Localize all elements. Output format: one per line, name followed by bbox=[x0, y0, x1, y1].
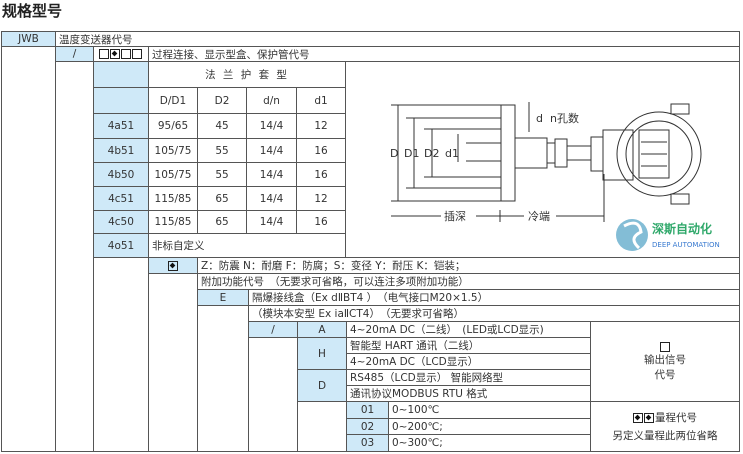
range-code: 03 bbox=[346, 434, 389, 452]
flange-custom-desc: 非标自定义 bbox=[148, 233, 346, 258]
flange-cell: 105/75 bbox=[148, 138, 198, 163]
range-value: 0~200℃; bbox=[388, 418, 591, 435]
flange-cell: 14/4 bbox=[246, 113, 297, 139]
flange-cell: 14/4 bbox=[246, 162, 297, 187]
flange-cell: 16 bbox=[296, 210, 346, 234]
blank-column-4 bbox=[148, 273, 198, 452]
flange-diagram: D D1 D2 d1 d n孔数 插深 冷端 bbox=[345, 61, 740, 258]
output-h-desc2: 4~20mA DC（LCD显示） bbox=[346, 353, 591, 370]
flange-cell: 105/75 bbox=[148, 162, 198, 187]
output-separator: / bbox=[248, 321, 298, 338]
extra-ia-desc: （模块本安型 Ex iaⅡCT4） （无要求可省略） bbox=[248, 305, 740, 322]
options-desc: Z：防震 N：耐磨 F：防腐；S：变径 Y：耐压 K：铠装； bbox=[197, 257, 740, 274]
flange-blank-blue bbox=[93, 61, 149, 88]
blank-column bbox=[1, 46, 56, 452]
flange-cell: 65 bbox=[197, 210, 247, 234]
range-value: 0~100℃ bbox=[388, 401, 591, 419]
range-code: 02 bbox=[346, 418, 389, 435]
label-n: n孔数 bbox=[550, 112, 579, 125]
range-label1: 量程代号 bbox=[655, 412, 697, 424]
flange-cell: 55 bbox=[197, 162, 247, 187]
label-cold-end: 冷端 bbox=[528, 210, 550, 223]
output-label1: 输出信号 bbox=[644, 353, 686, 366]
separator-cell: / bbox=[55, 46, 94, 62]
label-d1: d1 bbox=[445, 147, 459, 160]
blank-column-3 bbox=[93, 257, 149, 452]
blank-column-7 bbox=[297, 401, 347, 452]
label-D1: D1 bbox=[404, 147, 419, 160]
blank-column-2 bbox=[55, 61, 94, 452]
extra-e-desc: 隔爆接线盒（Ex dⅡBT4 ） （电气接口M20×1.5） bbox=[248, 289, 740, 306]
flange-blank-blue bbox=[93, 87, 149, 114]
range-label2: 另定义量程此两位省略 bbox=[612, 430, 718, 442]
flange-cell: 115/85 bbox=[148, 210, 198, 234]
flange-cell: 115/85 bbox=[148, 186, 198, 211]
output-h-desc1: 智能型 HART 通讯（二线） bbox=[346, 337, 591, 354]
model-code-cell: JWB bbox=[1, 31, 56, 47]
extra-code-e: E bbox=[197, 289, 249, 306]
blank-column-5 bbox=[197, 305, 249, 452]
flange-cell: 65 bbox=[197, 186, 247, 211]
flange-cell: 14/4 bbox=[246, 186, 297, 211]
label-d: d bbox=[536, 112, 543, 125]
output-signal-label: 输出信号代号 bbox=[590, 321, 740, 402]
diamond-box-icon bbox=[167, 260, 178, 271]
range-code: 01 bbox=[346, 401, 389, 419]
option-code-box bbox=[148, 257, 198, 274]
flange-code: 4c51 bbox=[93, 186, 149, 211]
flange-header: d/n bbox=[246, 87, 297, 114]
flange-cell: 95/65 bbox=[148, 113, 198, 139]
output-code-a: A bbox=[297, 321, 347, 338]
flange-cell: 14/4 bbox=[246, 210, 297, 234]
output-d-desc1: RS485（LCD显示） 智能网络型 bbox=[346, 369, 591, 386]
flange-title: 法 兰 护 套 型 bbox=[148, 61, 346, 88]
flange-code: 4c50 bbox=[93, 210, 149, 234]
flange-cell: 14/4 bbox=[246, 138, 297, 163]
extra-function-title: 附加功能代号 （无要求可省略，可以连注多项附加功能） bbox=[197, 273, 740, 290]
output-label2: 代号 bbox=[654, 368, 676, 381]
range-value: 0~300℃; bbox=[388, 434, 591, 452]
page-title: 规格型号 bbox=[2, 2, 63, 20]
label-insert-depth: 插深 bbox=[444, 209, 466, 223]
output-code-d: D bbox=[297, 369, 347, 402]
flange-header: D/D1 bbox=[148, 87, 198, 114]
blank-column-6 bbox=[248, 337, 298, 452]
flange-header: D2 bbox=[197, 87, 247, 114]
process-connection-desc: 过程连接、显示型盒、保护管代号 bbox=[148, 46, 740, 62]
flange-header: d1 bbox=[296, 87, 346, 114]
output-a-desc: 4~20mA DC（二线） (LED或LCD显示) bbox=[346, 321, 591, 338]
flange-cell: 45 bbox=[197, 113, 247, 139]
flange-cell: 55 bbox=[197, 138, 247, 163]
label-D: D bbox=[390, 147, 398, 160]
code-boxes bbox=[93, 46, 149, 62]
flange-cell: 12 bbox=[296, 113, 346, 139]
flange-cell: 12 bbox=[296, 186, 346, 211]
model-code-desc: 温度变送器代号 bbox=[55, 31, 740, 47]
range-label: 量程代号 另定义量程此两位省略 bbox=[590, 401, 740, 452]
flange-cell: 16 bbox=[296, 138, 346, 163]
flange-code: 4a51 bbox=[93, 113, 149, 139]
label-D2: D2 bbox=[424, 147, 439, 160]
output-d-desc2: 通讯协议MODBUS RTU 格式 bbox=[346, 385, 591, 402]
flange-custom-code: 4o51 bbox=[93, 233, 149, 258]
flange-code: 4b51 bbox=[93, 138, 149, 163]
flange-cell: 16 bbox=[296, 162, 346, 187]
flange-code: 4b50 bbox=[93, 162, 149, 187]
output-code-h: H bbox=[297, 337, 347, 370]
